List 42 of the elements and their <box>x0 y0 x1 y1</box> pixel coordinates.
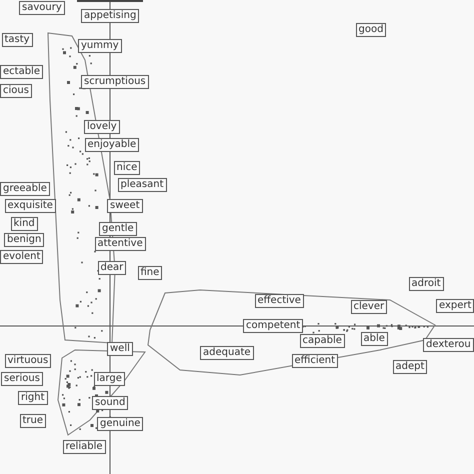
word-label: efficient <box>292 354 338 368</box>
word-label: enjoyable <box>84 138 140 152</box>
word-label: right <box>18 391 48 405</box>
word-label: capable <box>300 334 345 348</box>
word-label: dexterou <box>423 338 474 352</box>
word-label: ectable <box>0 65 43 79</box>
word-label: well <box>107 342 133 356</box>
word-label: tasty <box>2 33 33 47</box>
word-label: good <box>356 23 386 37</box>
word-label: adroit <box>408 277 444 291</box>
word-label: pleasant <box>118 178 167 192</box>
word-label: dear <box>98 261 126 275</box>
word-label: savoury <box>19 1 65 15</box>
word-label: attentive <box>94 237 146 251</box>
word-label: appetising <box>81 9 140 23</box>
word-label: benign <box>4 233 44 247</box>
word-label: nice <box>114 161 140 175</box>
word-label: lovely <box>84 120 120 134</box>
word-label: adept <box>392 360 428 374</box>
word-label: cious <box>0 84 32 98</box>
word-label: clever <box>350 300 388 314</box>
word-label: expert <box>436 299 474 313</box>
word-label: exquisite <box>4 199 56 213</box>
word-label: able <box>360 332 388 346</box>
word-label: serious <box>1 372 43 386</box>
word-label: greeable <box>0 182 50 196</box>
word-label: genuine <box>97 417 144 431</box>
word-label: effective <box>254 294 304 308</box>
word-label: adequate <box>200 346 254 360</box>
word-label: reliable <box>62 440 106 454</box>
word-label: large <box>94 372 125 386</box>
word-label: sweet <box>107 199 143 213</box>
word-label: evolent <box>0 250 44 264</box>
word-label: scrumptious <box>81 75 149 89</box>
word-label: virtuous <box>4 354 52 368</box>
word-label: true <box>20 414 46 428</box>
word-label: competent <box>243 319 304 333</box>
word-label: fine <box>138 266 162 280</box>
word-label: gentle <box>99 222 137 236</box>
word-label: sound <box>92 396 128 410</box>
word-label: kind <box>10 217 38 231</box>
word-label: yummy <box>78 39 122 53</box>
